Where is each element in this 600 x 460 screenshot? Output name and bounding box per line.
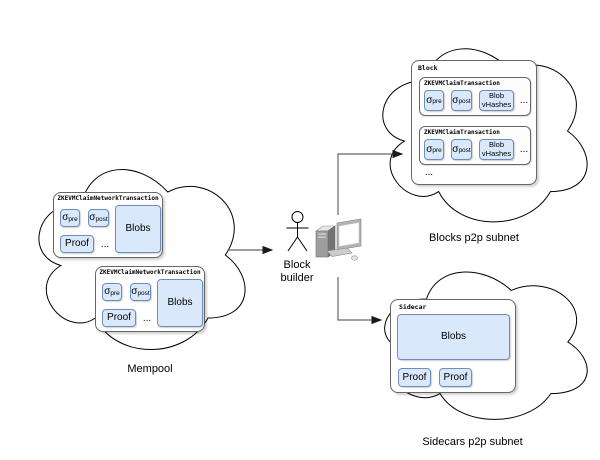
sidecars-subnet-label: Sidecars p2p subnet	[422, 436, 523, 448]
sidecar-title: Sidecar	[399, 303, 427, 311]
transaction-title: ZKEVMClaimTransaction	[424, 80, 500, 87]
arrow-builder-to-block	[337, 149, 404, 215]
blob-vhashes-chip: Blob vHashes	[479, 139, 514, 160]
proof-chip: Proof	[60, 235, 94, 253]
transaction-title: ZKEVMClaimNetworkTransaction	[57, 195, 159, 202]
block-ellipsis: ...	[424, 166, 434, 178]
workstation-icon	[315, 218, 362, 261]
block-title: Block	[418, 64, 438, 72]
blob-vhashes-chip: Blob vHashes	[479, 90, 514, 111]
blocks-subnet-label: Blocks p2p subnet	[429, 232, 519, 244]
actor-icon	[286, 211, 309, 252]
blobs-chip: Blobs	[397, 314, 510, 360]
proof-chip-1: Proof	[398, 368, 431, 387]
transaction-title: ZKEVMClaimTransaction	[424, 129, 500, 136]
blobs-chip: Blobs	[157, 279, 203, 327]
mempool-label: Mempool	[127, 363, 173, 375]
transaction-title: ZKEVMClaimNetworkTransaction	[99, 269, 201, 276]
ellipsis: ...	[519, 95, 529, 106]
block-builder-label: Block builder	[280, 259, 314, 284]
ellipsis: ...	[142, 312, 152, 324]
proof-chip-2: Proof	[439, 368, 472, 387]
proof-chip: Proof	[102, 309, 136, 327]
sidecar-container: Sidecar Blobs Proof Proof	[390, 299, 516, 393]
blobs-chip: Blobs	[115, 205, 161, 253]
ellipsis: ...	[519, 144, 529, 155]
ellipsis: ...	[100, 238, 110, 250]
arrow-builder-to-sidecar	[337, 277, 383, 325]
